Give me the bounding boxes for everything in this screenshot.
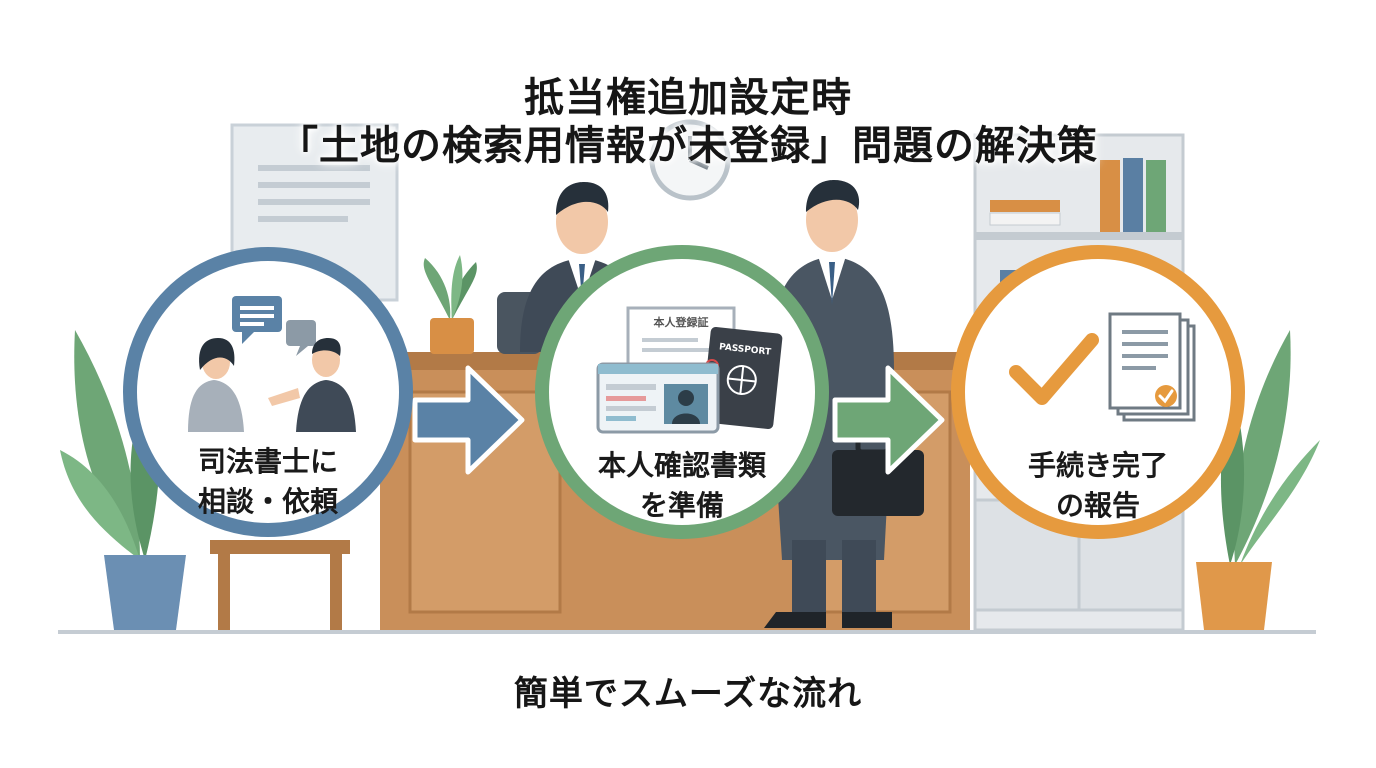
floor-plant-right [1196,330,1320,630]
desk-plant [423,255,477,354]
side-table [210,540,350,630]
step-3-label-line-1: 手続き完了 [1027,449,1168,482]
chat-bubbles-icon [232,296,316,356]
arrow-1 [412,365,525,475]
step-1-label-line-2: 相談・依頼 [197,485,338,518]
step-1-label-line-1: 司法書士に [197,445,338,478]
step-3-label: 手続き完了 の報告 [968,446,1228,526]
title-line-2: 「土地の検索用情報が未登録」問題の解決策 [278,123,1098,169]
step-3-label-line-2: の報告 [1055,489,1140,522]
registration-document-label: 本人登録証 [653,316,709,329]
caption: 簡単でスムーズな流れ [513,674,863,714]
step-2-label-line-1: 本人確認書類 [597,449,766,482]
step-2-label: 本人確認書類 を準備 [552,446,812,526]
clock-icon [649,119,731,201]
check-mark-icon [1009,333,1099,405]
step-1-label: 司法書士に 相談・依頼 [138,442,398,522]
documents-icon [1108,312,1196,422]
id-card-icon [596,362,720,434]
step-1-circle [123,247,413,537]
people-talking-icon [188,338,356,432]
arrow-2 [832,365,945,475]
title-line-1: 抵当権追加設定時 [524,75,852,121]
step-2-label-line-2: を準備 [639,489,724,522]
